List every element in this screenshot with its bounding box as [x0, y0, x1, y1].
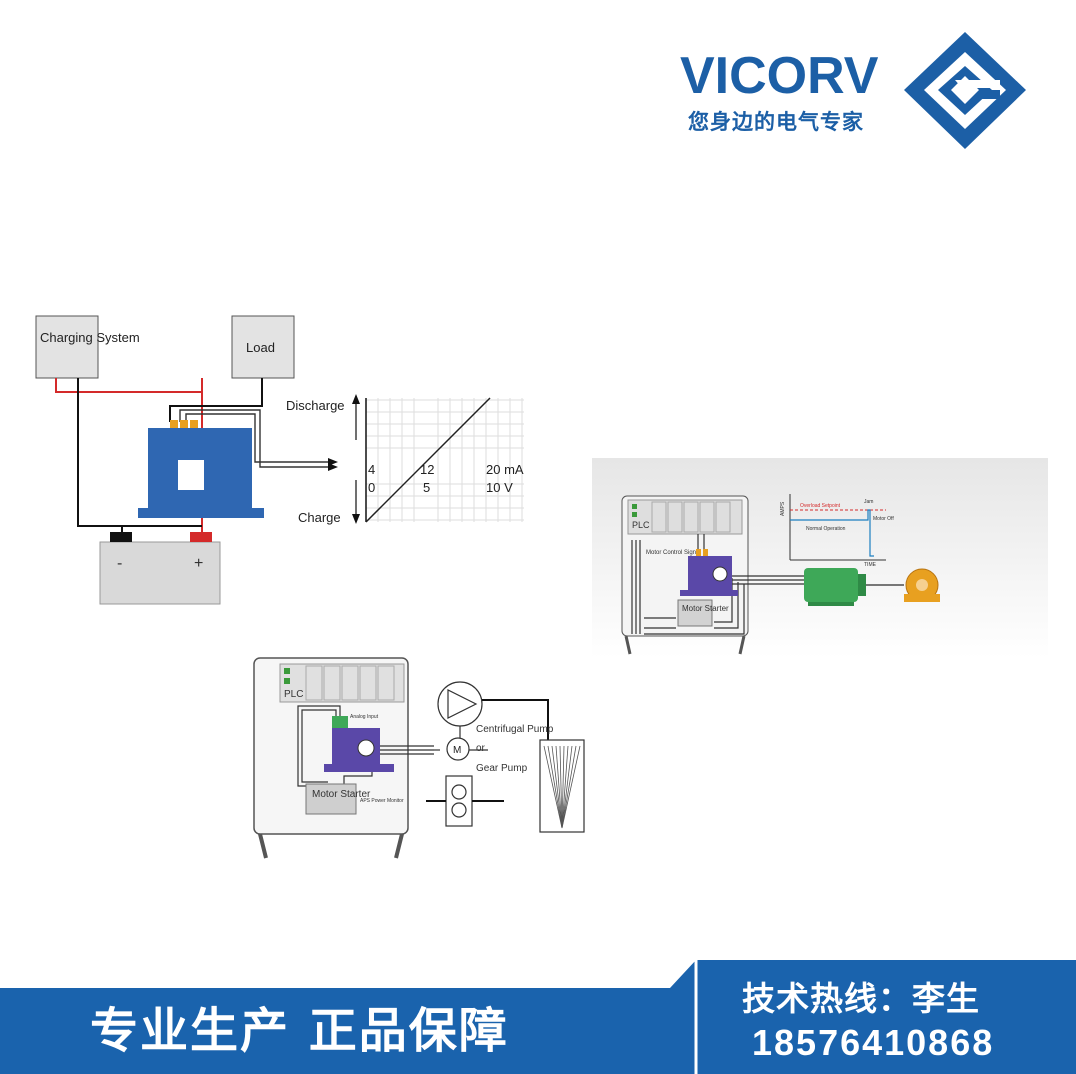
motor-symbol-label: M	[453, 745, 461, 756]
normal-operation-label: Normal Operation	[806, 526, 846, 532]
motor-symbol	[446, 737, 470, 761]
discharge-label: Discharge	[286, 398, 345, 413]
transfer-line	[365, 397, 491, 523]
jam-label: Jam	[864, 499, 873, 505]
gear-pump-label: Gear Pump	[476, 763, 528, 774]
footer-banner-left	[0, 988, 700, 1074]
brand-slogan: 您身边的电气专家	[688, 110, 864, 134]
load-label: Load	[246, 340, 275, 355]
centrifugal-pump-label: Centrifugal Pump	[476, 724, 554, 735]
charging-label-line1: Charging System	[40, 330, 140, 345]
analog-input-label: Analog Input	[350, 714, 379, 720]
analog-input-terminal	[332, 716, 348, 728]
battery-current-diagram: Charging System Load - + Discharge C	[35, 315, 524, 605]
pump-monitor-diagram: PLC Analog Input Motor Starter APS Power…	[253, 657, 585, 859]
charging-system-box	[35, 315, 99, 379]
battery-positive: +	[194, 555, 203, 572]
tick-4ma: 4	[368, 462, 375, 477]
motor-control-signal-label: Motor Control Signal	[646, 550, 701, 556]
tick-12ma: 12	[420, 462, 434, 477]
tick-20ma: 20 mA	[486, 462, 524, 477]
load-box	[231, 315, 295, 379]
pump-plc-label: PLC	[284, 689, 303, 700]
chart-y-label: AMPS	[780, 501, 786, 516]
footer-banner-right	[640, 960, 1076, 1074]
pump-motor-starter-label: Motor Starter	[312, 789, 371, 800]
tick-5v: 5	[423, 480, 430, 495]
battery-negative: -	[117, 555, 122, 572]
electric-motor	[804, 568, 858, 602]
brand-name: VICORV	[680, 47, 879, 105]
overload-setpoint-label: Overload Setpoint	[800, 503, 841, 509]
motor-off-label: Motor Off	[873, 516, 894, 522]
footer-slogan: 专业生产 正品保障	[90, 1003, 509, 1059]
motor-monitor-diagram: PLC Motor Control Signal Motor Starter A…	[592, 458, 1048, 658]
gear-pump-symbol	[445, 775, 473, 827]
hotline-number[interactable]: 18576410868	[752, 1022, 995, 1063]
charge-label: Charge	[298, 510, 341, 525]
chart-x-label: TIME	[864, 562, 877, 568]
vicorv-logo-icon	[904, 32, 1026, 149]
motor-starter-label: Motor Starter	[682, 604, 729, 613]
motor-plc-label: PLC	[632, 520, 650, 530]
tick-10v: 10 V	[486, 480, 513, 495]
battery	[99, 541, 221, 605]
aps-power-monitor-label: APS Power Monitor	[360, 798, 404, 804]
hotline-label: 技术热线：李生	[742, 979, 980, 1018]
or-label: or	[476, 743, 486, 754]
tick-0v: 0	[368, 480, 375, 495]
